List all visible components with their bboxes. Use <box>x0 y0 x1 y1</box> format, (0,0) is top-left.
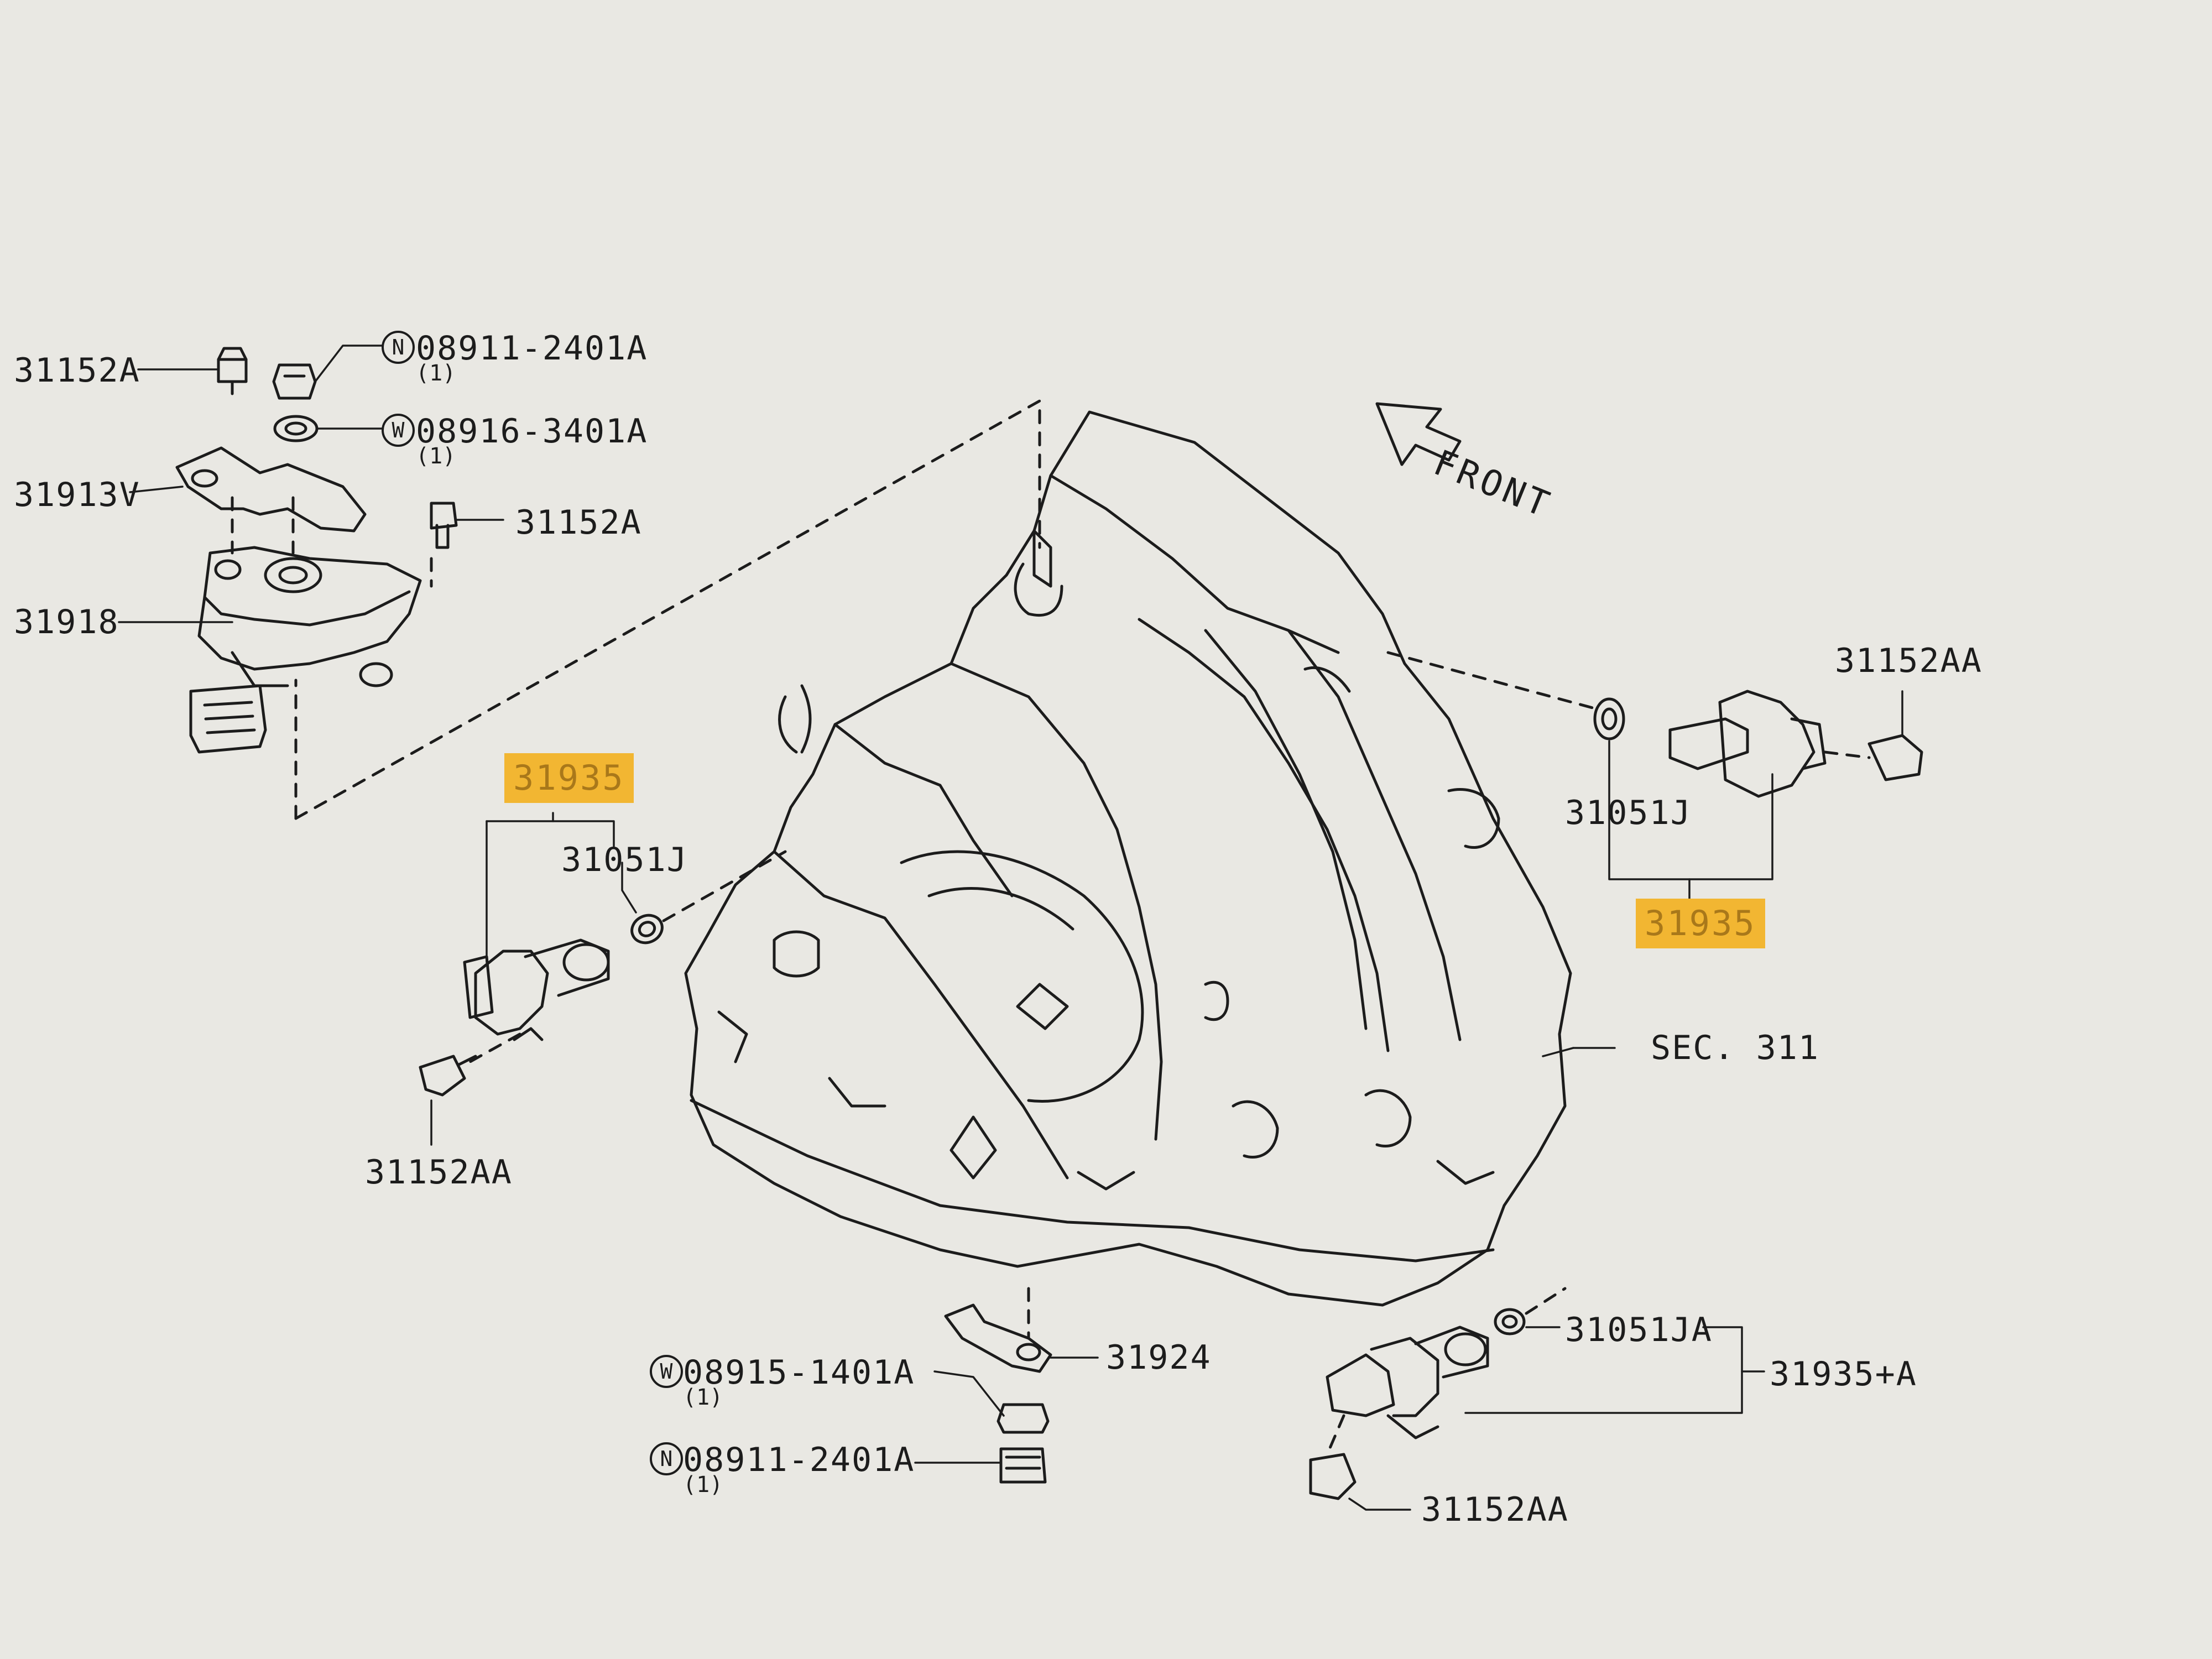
qty-label-08916: (1) <box>416 444 456 469</box>
n-marker-icon: N <box>382 331 415 364</box>
front-arrow-icon <box>1375 402 1462 466</box>
shift-lever-assembly <box>944 1287 1052 1484</box>
part-label-31051j-right[interactable]: 31051J <box>1565 794 1692 832</box>
bottom-speed-sensor <box>1309 1287 1567 1500</box>
neutral-switch-assembly <box>175 347 458 754</box>
part-label-08911-top[interactable]: 08911-2401A <box>416 329 648 368</box>
left-speed-sensor <box>419 850 787 1097</box>
part-label-31913v[interactable]: 31913V <box>14 476 140 514</box>
section-reference[interactable]: SEC. 311 <box>1651 1029 1819 1067</box>
part-label-31051ja[interactable]: 31051JA <box>1565 1311 1713 1349</box>
transmission-housing <box>684 410 1572 1307</box>
part-label-31924[interactable]: 31924 <box>1106 1338 1212 1377</box>
w-marker-icon: W <box>382 414 415 447</box>
w-marker-icon-bottom: W <box>650 1355 683 1388</box>
n-marker-icon-bottom: N <box>650 1442 683 1475</box>
qty-label-08911-bottom: (1) <box>683 1472 723 1498</box>
qty-label-08911-top: (1) <box>416 361 456 386</box>
part-label-31152aa-right[interactable]: 31152AA <box>1835 641 1983 680</box>
part-label-08915[interactable]: 08915-1401A <box>683 1353 915 1392</box>
qty-label-08915: (1) <box>683 1385 723 1410</box>
right-speed-sensor <box>1386 651 1923 798</box>
part-label-08911-bottom[interactable]: 08911-2401A <box>683 1441 915 1479</box>
part-label-31152a-mid[interactable]: 31152A <box>515 503 642 542</box>
part-label-31918[interactable]: 31918 <box>14 603 119 641</box>
part-label-31935-left-highlighted[interactable]: 31935 <box>504 753 634 803</box>
part-label-31152a-top[interactable]: 31152A <box>14 351 140 390</box>
part-label-31152aa-left[interactable]: 31152AA <box>365 1153 513 1192</box>
part-label-31051j-left[interactable]: 31051J <box>561 841 688 879</box>
part-label-31152aa-bottom[interactable]: 31152AA <box>1421 1490 1569 1529</box>
part-label-31935a[interactable]: 31935+A <box>1770 1355 1917 1394</box>
part-label-31935-right-highlighted[interactable]: 31935 <box>1636 899 1765 948</box>
part-label-08916[interactable]: 08916-3401A <box>416 412 648 451</box>
